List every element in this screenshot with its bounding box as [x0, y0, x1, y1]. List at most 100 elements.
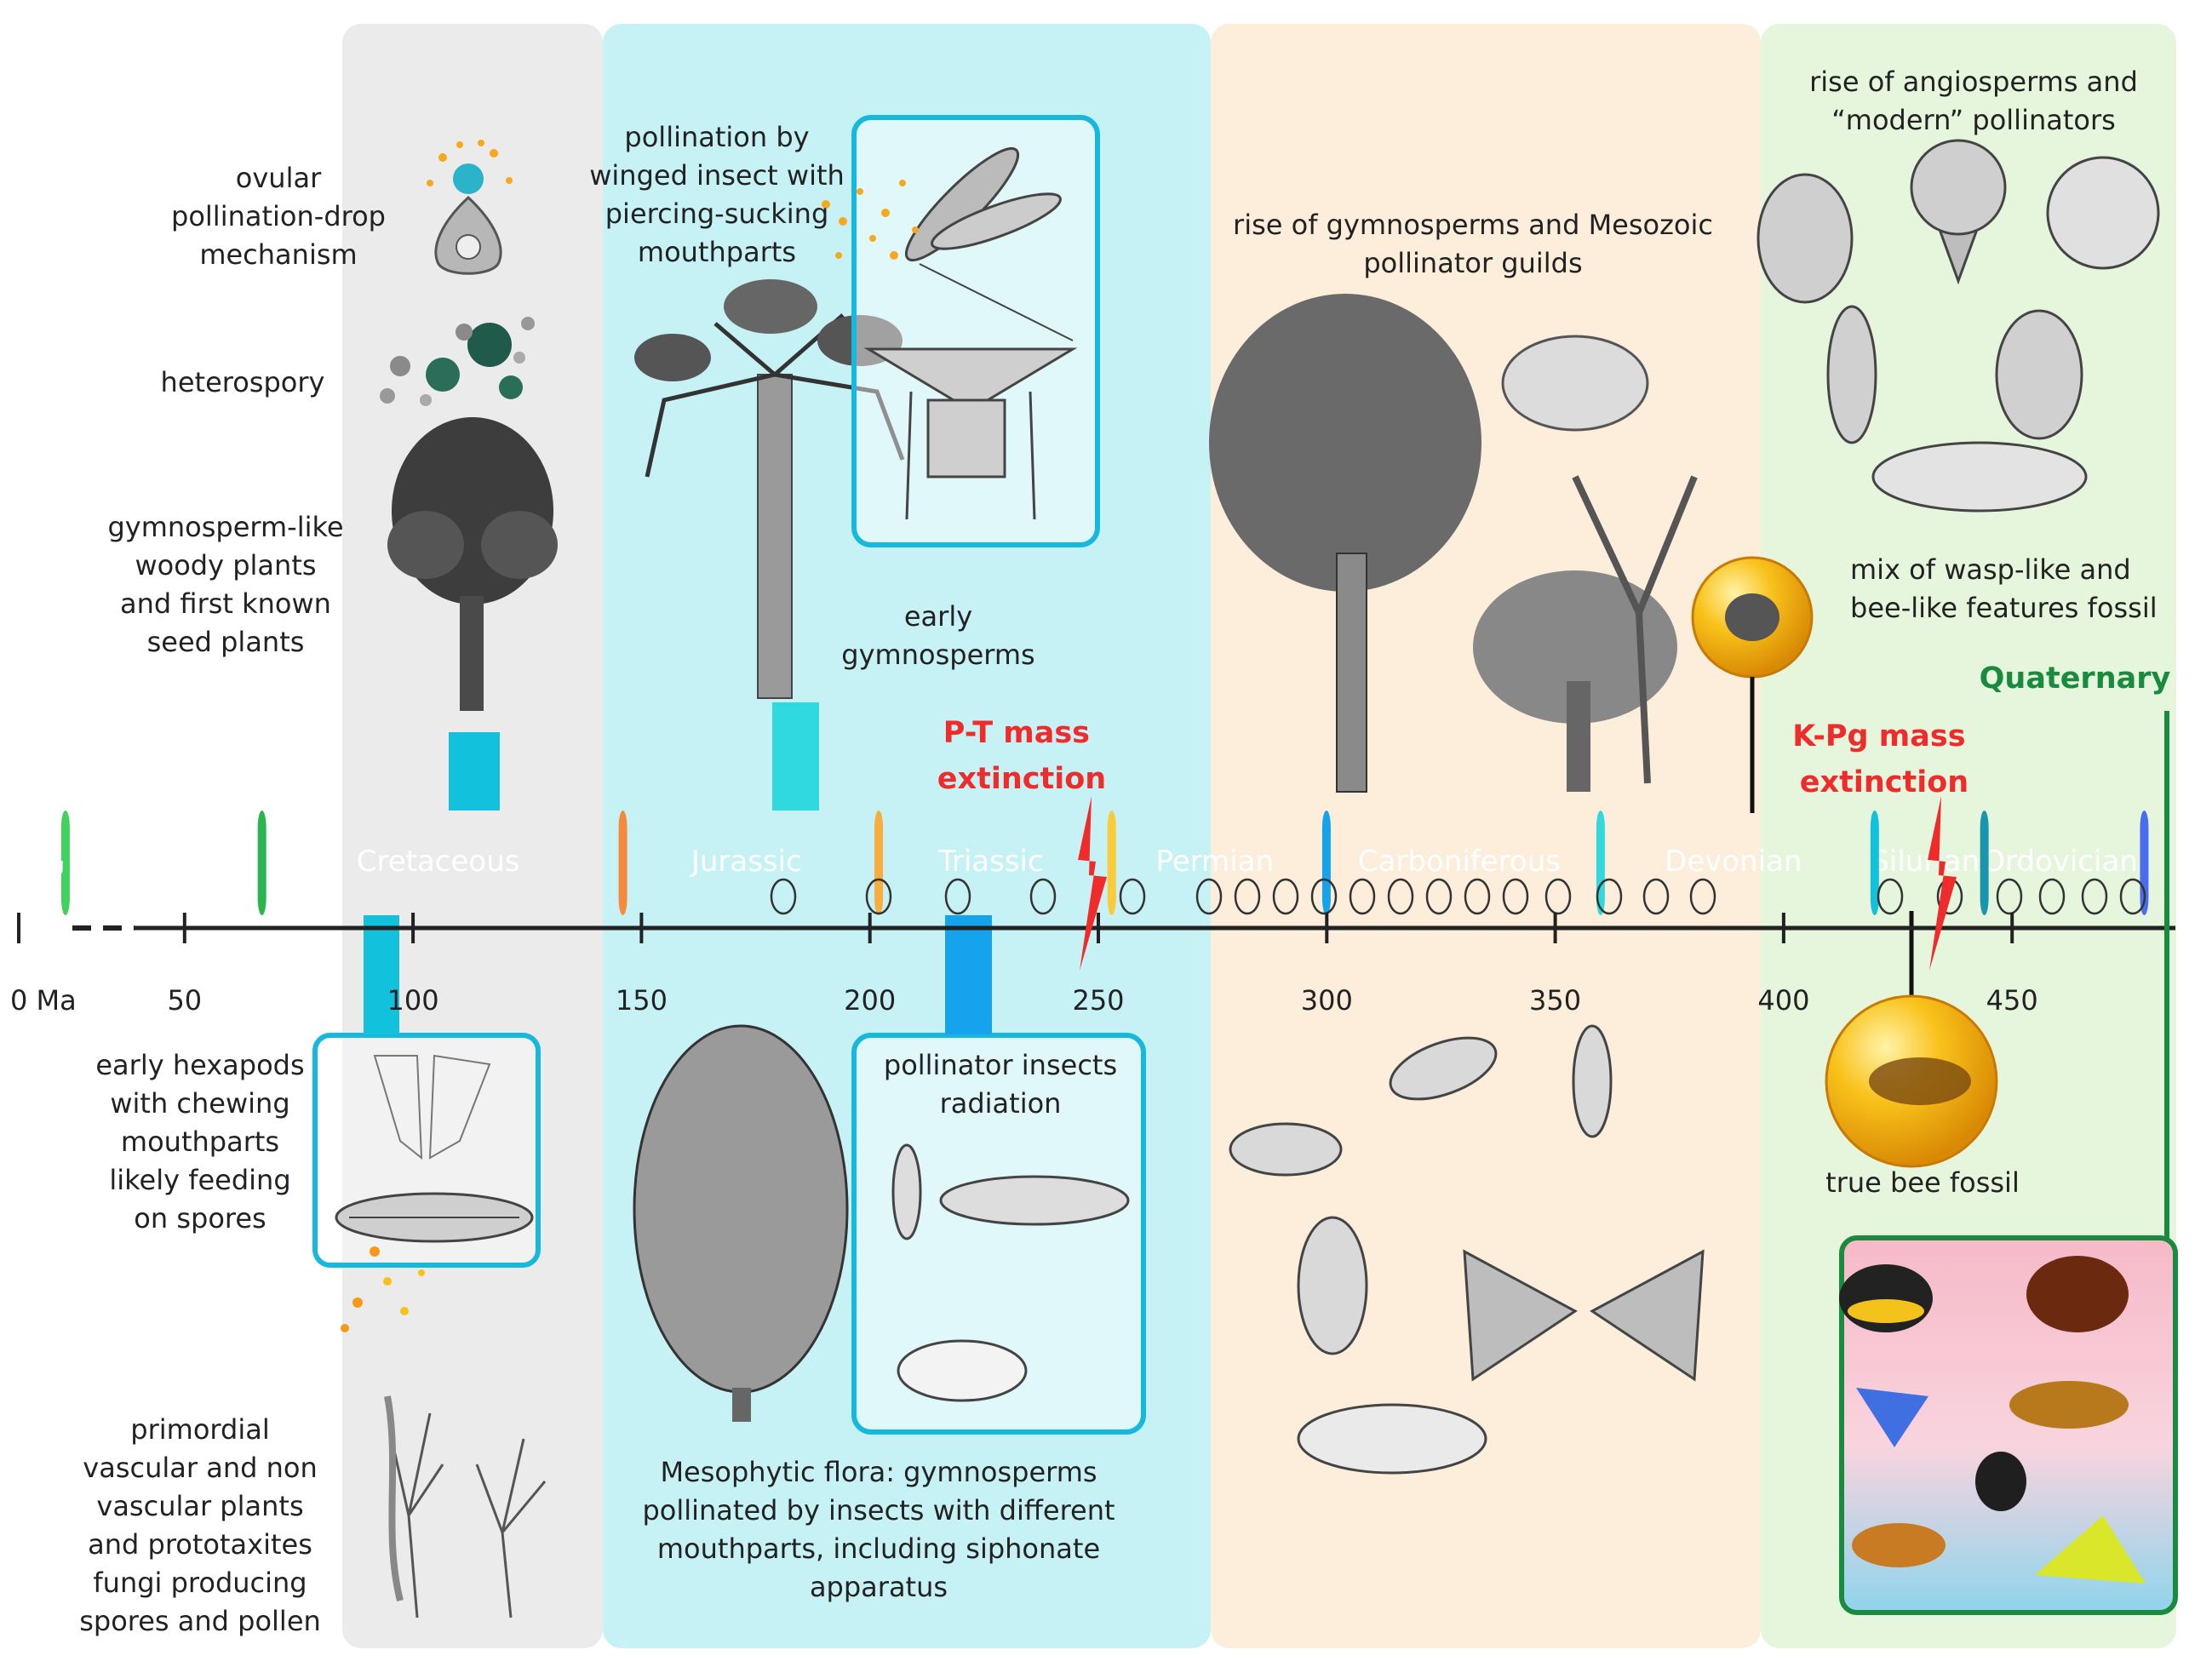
- wasp-bee-fossil-amber: [1691, 556, 1814, 813]
- cone-icon: [1425, 878, 1453, 915]
- carboniferous-upper-connector: [772, 702, 819, 811]
- caption-hexapods-line: likely feeding: [109, 1164, 290, 1196]
- modern-pollinators-illustration: [1826, 305, 2088, 513]
- caption-gymnosperm-like-line: gymnosperm-like: [107, 511, 343, 543]
- caption-radiation-line: pollinator insects: [884, 1049, 1117, 1081]
- caption-heterospory: heterospory: [161, 366, 325, 398]
- cone-icon: [1596, 878, 1623, 915]
- tick-label: 250: [1072, 984, 1124, 1017]
- period-jurassic: [874, 811, 884, 915]
- caption-mesophytic-line: mouthparts, including siphonate: [657, 1532, 1100, 1565]
- tick-label: 300: [1301, 984, 1353, 1017]
- spores-illustration: [380, 317, 535, 406]
- caption-mesozoic-line: pollinator guilds: [1363, 247, 1582, 279]
- caption-primordial-line: primordial: [130, 1413, 269, 1446]
- period-neog: [60, 811, 70, 915]
- period-label-paleog: Paleog: [112, 845, 208, 879]
- cone-icon: [770, 878, 797, 915]
- devonian-lower-connector: [364, 915, 399, 1034]
- caption-primordial-line: vascular plants: [96, 1490, 303, 1522]
- spore-dust-illustration: [341, 1246, 425, 1332]
- period-label-carboniferous: Carboniferous: [1358, 845, 1561, 879]
- cone-icon: [1195, 878, 1223, 915]
- cone-icon: [1642, 878, 1670, 915]
- devonian-upper-connector: [449, 732, 500, 811]
- extinction-markers: [1078, 711, 2169, 1238]
- caption-mesophytic-line: pollinated by insects with different: [642, 1494, 1115, 1527]
- kpg-extinction-line2: extinction: [1800, 765, 1968, 799]
- period-label-silurian: Silurian: [1871, 845, 1980, 879]
- pt-extinction-label: P-T mass extinction: [937, 716, 1106, 796]
- period-silurian: [1980, 811, 1989, 915]
- proboscis-illustration: [863, 347, 1078, 520]
- cone-icon: [1119, 878, 1146, 915]
- caption-gymnosperm-like-line: and first known: [120, 587, 331, 620]
- quaternary-label: Quaternary: [1980, 662, 2171, 696]
- caption-mix-fossil: mix of wasp-like and bee-like features fo…: [1850, 553, 2158, 624]
- caption-ovular-line: pollination-drop: [171, 200, 386, 232]
- cone-icon: [1689, 878, 1716, 915]
- caption-winged-line: pollination by: [624, 121, 809, 153]
- period-triassic: [1107, 811, 1116, 915]
- period-label-permian: Permian: [1156, 845, 1275, 879]
- winged-insect-highlight-box: [851, 115, 1100, 547]
- cone-icon: [1387, 878, 1414, 915]
- period-cretaceous: [618, 811, 627, 915]
- tick-label: 400: [1757, 984, 1809, 1017]
- cone-icon: [2038, 878, 2066, 915]
- period-label-devonian: Devonian: [1665, 845, 1802, 879]
- caption-true-bee: true bee fossil: [1825, 1166, 2020, 1199]
- caption-mix-fossil-line: mix of wasp-like and: [1850, 553, 2131, 586]
- early-tree-illustration: [387, 417, 558, 711]
- cone-icon: [1349, 878, 1376, 915]
- tick-label: 150: [616, 984, 668, 1017]
- caption-mix-fossil-line: bee-like features fossil: [1850, 592, 2158, 624]
- tick-label: 50: [167, 984, 202, 1017]
- modern-pollinators-photo: [1839, 1235, 2178, 1615]
- caption-angiosperms: rise of angiosperms and“modern” pollinat…: [1809, 66, 2138, 136]
- caption-gymnosperm-like: gymnosperm-like woody plants and first kno…: [107, 511, 343, 658]
- tick-label: 350: [1529, 984, 1581, 1017]
- caption-early-gymno-line: gymnosperms: [841, 639, 1034, 671]
- period-label-triassic: Triassic: [937, 845, 1044, 879]
- caption-winged-line: piercing-sucking: [605, 198, 829, 230]
- primordial-plants-illustration: [384, 1395, 547, 1618]
- mesozoic-insects-illustration: [1229, 1024, 1705, 1475]
- caption-primordial-line: fungi producing: [93, 1567, 307, 1599]
- cone-icon: [1234, 878, 1261, 915]
- hexapod-illustration: [335, 1054, 534, 1243]
- period-label-neog: Neog: [15, 855, 64, 876]
- permian-lower-connector: [945, 915, 992, 1034]
- period-paleog: [257, 811, 266, 915]
- caption-early-gymno-line: early: [904, 600, 972, 633]
- caption-true-bee-line: true bee fossil: [1825, 1166, 2020, 1199]
- cone-icon: [944, 878, 971, 915]
- caption-gymnosperm-like-line: woody plants: [135, 549, 316, 581]
- true-bee-fossil-amber: [1825, 911, 1998, 1168]
- caption-heterospory-line: heterospory: [161, 366, 325, 398]
- kpg-extinction-line1: K-Pg mass: [1792, 719, 1965, 753]
- caption-ovular-line: ovular: [236, 162, 322, 194]
- pt-extinction-line1: P-T mass: [943, 716, 1090, 750]
- caption-primordial-line: vascular and non: [83, 1452, 317, 1484]
- cone-icon: [1310, 878, 1338, 915]
- caption-primordial: primordial vascular and non vascular plant…: [79, 1413, 321, 1637]
- early-insects-illustration: [891, 1143, 1130, 1402]
- connector-bars: [364, 702, 992, 1034]
- cone-icon: [2119, 878, 2146, 915]
- cone-icon: [1544, 878, 1572, 915]
- cone-icon: [1996, 878, 2023, 915]
- caption-hexapods-line: with chewing: [110, 1087, 289, 1120]
- caption-angiosperms-line: “modern” pollinators: [1831, 104, 2116, 136]
- caption-winged-line: mouthparts: [638, 236, 796, 268]
- kpg-extinction-label: K-Pg mass extinction: [1792, 719, 1975, 799]
- caption-mesozoic-line: rise of gymnosperms and Mesozoic: [1233, 209, 1713, 241]
- period-label-ordovician: Ordovician: [1982, 845, 2138, 879]
